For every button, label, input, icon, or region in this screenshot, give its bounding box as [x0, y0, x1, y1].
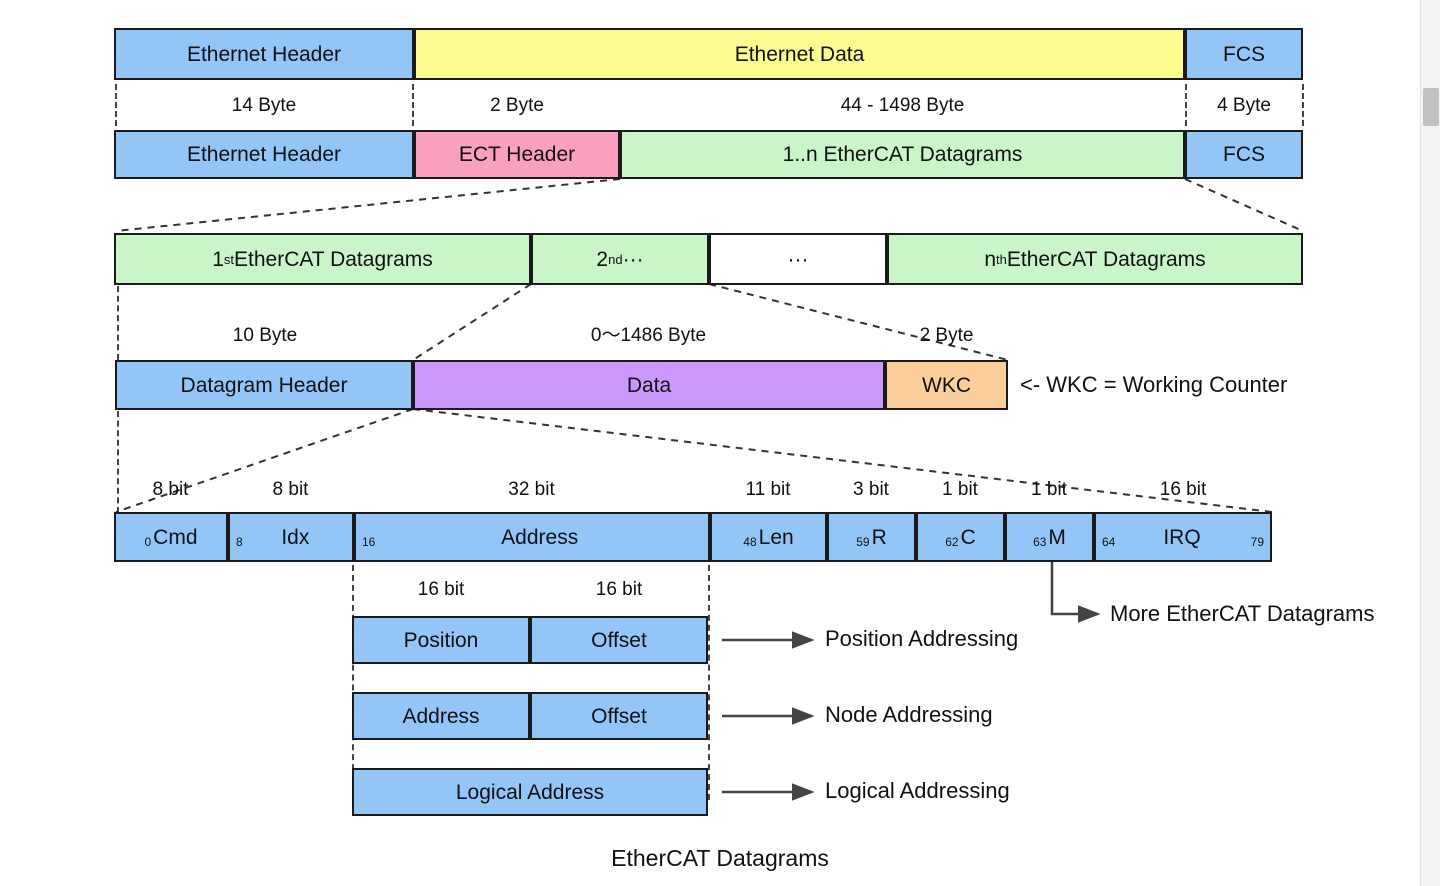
bit-size-label-address: 32 bit [508, 479, 555, 500]
bitfield-name-irq: IRQ [1163, 525, 1201, 549]
datagram-ordinal-number-2: 2 [596, 247, 609, 271]
datagram-label-n: EtherCAT Datagrams [1006, 247, 1206, 271]
vertical-scrollbar[interactable] [1420, 0, 1440, 886]
cell-datagram-header: Datagram Header [115, 360, 413, 410]
datagram-ordinal-number-n: n [984, 247, 997, 271]
cell-data: Data [413, 360, 885, 410]
bit-size-label-m: 1 bit [1031, 479, 1067, 500]
cell-ethernet-data: Ethernet Data [414, 28, 1185, 80]
cell-fcs-1: FCS [1185, 28, 1303, 80]
datagram-ordinal-suffix-2: nd [608, 251, 623, 267]
cell-node-address: Address [352, 692, 530, 740]
size-label-4-byte: 4 Byte [1217, 95, 1271, 116]
bit-size-label-r: 3 bit [853, 479, 889, 500]
leader-line-detail-right [708, 283, 1009, 361]
guide-line-fcs-right [1302, 84, 1304, 126]
guide-line-datagram-left [117, 286, 119, 360]
size-label-44-1498-byte: 44 - 1498 Byte [840, 95, 965, 116]
annotation-logical-addressing: Logical Addressing [825, 778, 1010, 803]
bit-size-label-c: 1 bit [942, 479, 978, 500]
annotation-node-addressing: Node Addressing [825, 702, 993, 727]
elbow-connector-more-datagrams [1050, 562, 1101, 623]
bitfield-address: 16 Address [354, 512, 710, 562]
bit-size-label-irq: 16 bit [1159, 479, 1207, 500]
datagram-label-2: ··· [622, 247, 644, 271]
datagram-ordinal-number-1: 1 [212, 247, 224, 271]
bitfield-irq: 64 IRQ 79 [1094, 512, 1272, 562]
cell-fcs-2: FCS [1185, 130, 1303, 179]
bit-offset-irq-end: 79 [1250, 535, 1264, 549]
bitfield-name-c: C [960, 525, 976, 549]
cell-ethernet-header-1: Ethernet Header [114, 28, 414, 80]
bitfield-name-idx: Idx [281, 525, 310, 549]
bit-size-label-len: 11 bit [745, 479, 791, 500]
bitfield-name-r: R [871, 525, 887, 549]
leader-line-datagrams-left [115, 178, 621, 232]
wkc-legend-note: <- WKC = Working Counter [1020, 372, 1288, 397]
guide-line-datagram-left2 [117, 411, 119, 513]
cell-logical-address: Logical Address [352, 768, 708, 816]
leader-line-detail-left [412, 283, 532, 361]
bit-offset-cmd: 0 [144, 535, 152, 549]
bit-offset-c: 62 [945, 535, 959, 549]
scrollbar-thumb[interactable] [1423, 88, 1439, 126]
datagram-label-1: EtherCAT Datagrams [234, 247, 433, 271]
bitfield-name-len: Len [758, 525, 794, 549]
size-label-0-1486-byte: 0～1486 Byte [590, 325, 707, 346]
bitfield-name-address: Address [501, 525, 579, 549]
bitfield-idx: 8 Idx [228, 512, 354, 562]
bit-offset-address: 16 [362, 535, 376, 549]
bit-size-label-idx: 8 bit [272, 479, 309, 500]
more-ethercat-datagrams-label: More EtherCAT Datagrams [1110, 601, 1375, 626]
cell-node-offset: Offset [530, 692, 708, 740]
guide-line-address-right [708, 565, 710, 800]
guide-line-address-left [352, 565, 354, 800]
leader-line-datagrams-right [1184, 178, 1304, 232]
datagram-ordinal-suffix-n: th [996, 251, 1007, 267]
cell-ellipsis-datagrams: ··· [709, 233, 887, 285]
bit-offset-irq-start: 64 [1102, 535, 1116, 549]
bitfield-name-cmd: Cmd [153, 525, 198, 549]
size-label-14-byte: 14 Byte [231, 95, 297, 116]
cell-wkc: WKC [885, 360, 1008, 410]
cell-ect-header: ECT Header [414, 130, 620, 179]
diagram-caption: EtherCAT Datagrams [611, 845, 829, 871]
bit-size-label-cmd: 8 bit [152, 479, 189, 500]
bit-offset-idx: 8 [236, 535, 243, 549]
address-bit-label-offset: 16 bit [595, 579, 643, 600]
datagram-ordinal-suffix-1: st [223, 251, 234, 267]
bit-offset-len: 48 [743, 535, 757, 549]
cell-1n-ethercat-datagrams: 1..n EtherCAT Datagrams [620, 130, 1185, 179]
cell-ethernet-header-2: Ethernet Header [114, 130, 414, 179]
size-label-10-byte: 10 Byte [232, 325, 298, 346]
annotation-position-addressing: Position Addressing [825, 626, 1019, 651]
size-label-2-byte: 2 Byte [490, 95, 544, 116]
guide-line-fcs-left [1185, 84, 1187, 126]
guide-line-ecat-header [412, 84, 414, 126]
bit-offset-r: 59 [856, 535, 870, 549]
guide-line-left-frame [115, 84, 117, 126]
size-label-2-byte-wkc: 2 Byte [919, 325, 974, 346]
bit-offset-m: 63 [1033, 535, 1047, 549]
cell-position-offset: Offset [530, 616, 708, 664]
cell-position: Position [352, 616, 530, 664]
bitfield-name-m: M [1048, 525, 1066, 549]
address-bit-label-position: 16 bit [417, 579, 465, 600]
